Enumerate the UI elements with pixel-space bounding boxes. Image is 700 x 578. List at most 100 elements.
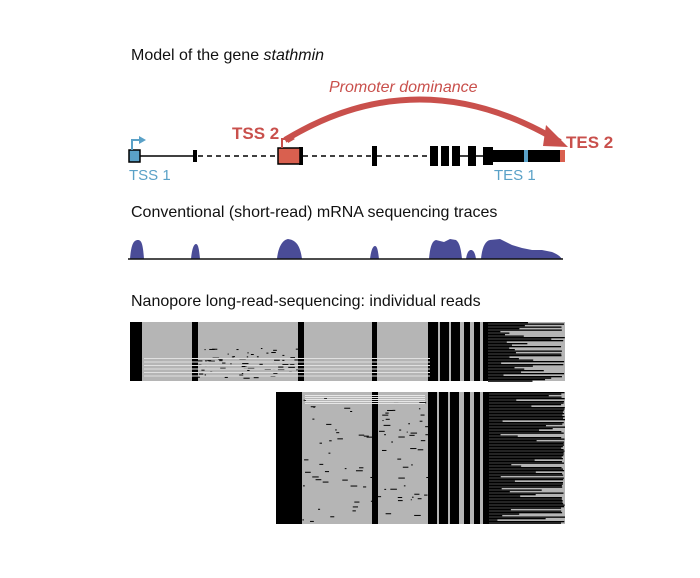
- read-tail: [489, 468, 564, 470]
- tss1-label: TSS 1: [129, 167, 171, 184]
- read-exon-column: [464, 322, 470, 381]
- read-exon-column: [474, 322, 480, 381]
- read-tail: [489, 513, 520, 515]
- read-tail: [489, 456, 562, 458]
- short-read-coverage: [128, 239, 563, 260]
- read-tail: [488, 341, 507, 343]
- read-exon-column: [483, 392, 489, 524]
- read-tail: [489, 515, 503, 517]
- read-tail: [488, 352, 516, 354]
- read-speckle: [219, 360, 223, 362]
- read-speckle: [224, 376, 228, 378]
- read-speckle: [294, 359, 301, 361]
- read-tail: [489, 441, 565, 443]
- read-speckle: [425, 434, 431, 436]
- read-speckle: [273, 372, 278, 374]
- read-speckle: [412, 496, 414, 498]
- read-tail: [489, 453, 564, 455]
- promoter-dominance-arrowhead: [543, 125, 568, 147]
- tss2-arrow: [281, 138, 289, 148]
- read-speckle: [282, 354, 285, 356]
- read-speckle: [322, 481, 329, 483]
- read-tail: [488, 356, 510, 358]
- exon: [372, 146, 377, 166]
- read-tail: [488, 353, 562, 355]
- read-speckle: [363, 435, 369, 437]
- read-speckle: [382, 414, 389, 416]
- read-tail: [489, 461, 563, 463]
- read-speckle: [335, 429, 337, 431]
- read-tail: [489, 510, 562, 512]
- read-line: [144, 365, 430, 366]
- read-speckle: [385, 418, 390, 420]
- read-speckle: [310, 406, 316, 408]
- nanopore-read-block-tss2: [276, 392, 565, 524]
- gene-model-title-gene-name: stathmin: [264, 47, 325, 64]
- read-speckle: [236, 349, 239, 351]
- read-speckle: [398, 436, 405, 438]
- read-speckle: [241, 372, 244, 374]
- read-tail: [488, 325, 525, 327]
- read-line: [144, 361, 430, 363]
- read-speckle: [274, 359, 280, 361]
- read-speckle: [319, 442, 322, 444]
- read-speckle: [324, 471, 330, 473]
- read-tail: [489, 417, 564, 419]
- read-tail: [489, 495, 521, 497]
- read-speckle: [417, 498, 422, 500]
- read-exon-column: [483, 322, 488, 381]
- exon: [452, 146, 460, 166]
- read-speckle: [326, 423, 332, 425]
- read-tail: [488, 359, 534, 361]
- read-tail: [488, 364, 564, 366]
- read-tail: [489, 498, 562, 500]
- read-tail: [488, 374, 504, 376]
- read-tail: [489, 432, 564, 434]
- read-speckle: [417, 449, 424, 451]
- read-start-edge: [276, 392, 279, 524]
- exon: [468, 146, 476, 166]
- read-tail: [488, 376, 562, 378]
- read-tail: [489, 408, 565, 410]
- read-speckle: [387, 409, 393, 411]
- read-speckle: [318, 508, 321, 510]
- read-speckle: [204, 349, 206, 351]
- read-speckle: [397, 500, 403, 502]
- read-speckle: [219, 358, 223, 360]
- read-tail: [488, 371, 522, 373]
- read-tail: [488, 329, 562, 331]
- read-speckle: [312, 476, 319, 478]
- read-speckle: [383, 424, 391, 426]
- read-speckle: [411, 464, 413, 466]
- read-speckle: [212, 348, 218, 350]
- read-speckle: [336, 432, 340, 434]
- read-tail: [488, 331, 501, 333]
- tss2-arrow-head: [288, 135, 295, 143]
- gene-model-title: Model of the gene stathmin: [131, 47, 324, 64]
- exon: [193, 150, 197, 162]
- read-speckle: [391, 441, 393, 443]
- read-tail: [489, 464, 512, 466]
- read-speckle: [313, 406, 315, 408]
- read-tail: [489, 503, 564, 505]
- coverage-peak: [130, 240, 144, 259]
- read-tail: [489, 434, 501, 436]
- read-tail: [488, 370, 544, 372]
- read-tail: [489, 429, 540, 431]
- read-tail: [488, 332, 510, 334]
- read-tail: [489, 393, 562, 395]
- read-tail: [488, 380, 533, 382]
- read-speckle: [329, 440, 332, 442]
- read-tail: [489, 489, 542, 491]
- read-tail: [488, 373, 565, 375]
- read-speckle: [418, 408, 421, 410]
- read-tail: [489, 483, 563, 485]
- read-speckle: [282, 364, 289, 366]
- read-speckle: [271, 352, 276, 354]
- read-speckle: [420, 414, 425, 416]
- read-tail: [489, 506, 565, 508]
- read-speckle: [282, 359, 285, 361]
- read-tail: [489, 494, 536, 496]
- read-exon-column: [428, 322, 438, 381]
